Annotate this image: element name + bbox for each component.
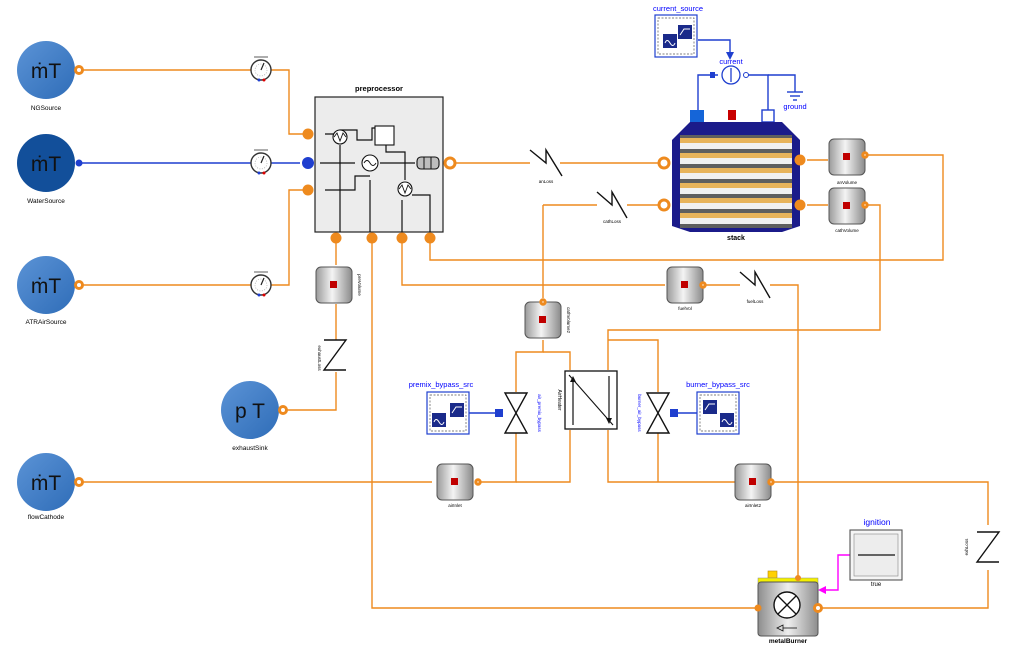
air-inlet-label: airInlet (448, 503, 462, 508)
pre-volume-label: preVolume (357, 274, 362, 296)
current-source-label: current_source (653, 4, 703, 13)
an-volume-label: anVolume (837, 180, 858, 185)
electric-wires (697, 39, 796, 118)
preprocessor-label: preprocessor (355, 84, 403, 93)
air-premix-bypass-valve[interactable]: air_premix_bypass (503, 392, 542, 434)
stack-label: stack (727, 235, 745, 242)
burner-valve-label: burner_air_bypass (637, 394, 642, 432)
fuel-volume-label: fuelVol (678, 306, 692, 311)
atr-air-source[interactable]: ṁT ATRAirSource (17, 256, 84, 326)
preprocessor-block[interactable]: preprocessor (302, 84, 457, 244)
burner-air-bypass-valve[interactable]: burner_air_bypass (637, 392, 671, 434)
an-loss-label: anLoss (539, 179, 554, 184)
metal-burner[interactable]: metalBurner (754, 570, 823, 645)
water-flow-meter[interactable] (250, 149, 272, 175)
air-inlet-volume-2[interactable]: airInlet2 (734, 463, 775, 508)
air-inlet-volume[interactable]: airInlet (436, 463, 482, 508)
metal-burner-label: metalBurner (769, 638, 808, 645)
premix-bypass-source[interactable]: premix_bypass_src (409, 380, 503, 435)
air-heater-label: AirHeater (556, 389, 562, 410)
fuel-cell-stack[interactable]: stack (657, 109, 806, 242)
exhaust-sink-symbol: p T (235, 400, 265, 423)
water-source-label: WaterSource (27, 198, 65, 205)
air-inlet2-label: airInlet2 (745, 503, 762, 508)
burner-loss-label: exhLoss (964, 538, 969, 556)
cath-volume[interactable]: cathVolume (828, 187, 869, 233)
cathode-flow-source[interactable]: ṁT flowCathode (17, 453, 84, 521)
atr-flow-meter[interactable] (250, 271, 272, 297)
fuel-loss-label: fuelLoss (747, 299, 765, 304)
current-source-block[interactable]: current_source (653, 4, 703, 58)
premix-src-label: premix_bypass_src (409, 380, 474, 389)
pre-volume[interactable]: preVolume (315, 266, 362, 304)
cath-volume-2[interactable]: cathVolume2 (524, 298, 571, 339)
ng-source[interactable]: ṁT NGSource (17, 41, 84, 112)
current-sensor[interactable]: current (710, 57, 749, 85)
fuel-loss[interactable]: fuelLoss (739, 269, 771, 304)
burner-exhaust-loss[interactable]: exhLoss (964, 531, 1001, 563)
cath-loss-label: cathLoss (603, 219, 622, 224)
burner-bypass-source[interactable]: burner_bypass_src (670, 380, 750, 435)
ignition-title: ignition (864, 517, 891, 527)
premix-valve-label: air_premix_bypass (537, 394, 542, 433)
burner-src-label: burner_bypass_src (686, 380, 750, 389)
cath-loss[interactable]: cathLoss (596, 189, 628, 224)
cath-volume-label: cathVolume (835, 228, 859, 233)
ignition-value: true (871, 582, 882, 588)
cathode-source-label: flowCathode (28, 514, 65, 521)
ground[interactable]: ground (783, 91, 807, 111)
water-source-symbol: ṁT (31, 153, 61, 176)
an-loss[interactable]: anLoss (529, 147, 563, 184)
exhaust-loss-label: exhaustLoss (317, 345, 322, 371)
ng-flow-meter[interactable] (250, 56, 272, 82)
fuel-volume[interactable]: fuelVol (666, 266, 707, 311)
water-source[interactable]: ṁT WaterSource (17, 134, 83, 205)
ng-source-label: NGSource (31, 105, 62, 112)
atr-source-symbol: ṁT (31, 275, 61, 298)
stack-layers (680, 138, 792, 224)
ground-label: ground (783, 102, 806, 111)
current-label: current (719, 57, 743, 66)
exhaust-loss[interactable]: exhaustLoss (317, 339, 348, 371)
ng-source-symbol: ṁT (31, 60, 61, 83)
air-heater[interactable]: AirHeater (556, 370, 618, 430)
ignition-block[interactable]: ignition true (849, 517, 903, 588)
exhaust-sink-label: exhaustSink (232, 445, 268, 452)
an-volume[interactable]: anVolume (828, 138, 869, 185)
cath-volume2-label: cathVolume2 (566, 307, 571, 334)
cathode-source-symbol: ṁT (31, 472, 61, 495)
exhaust-sink[interactable]: p T exhaustSink (221, 381, 288, 452)
fluid-wires (80, 69, 989, 609)
atr-source-label: ATRAirSource (25, 319, 66, 326)
ignition-signal-wire (820, 554, 850, 591)
